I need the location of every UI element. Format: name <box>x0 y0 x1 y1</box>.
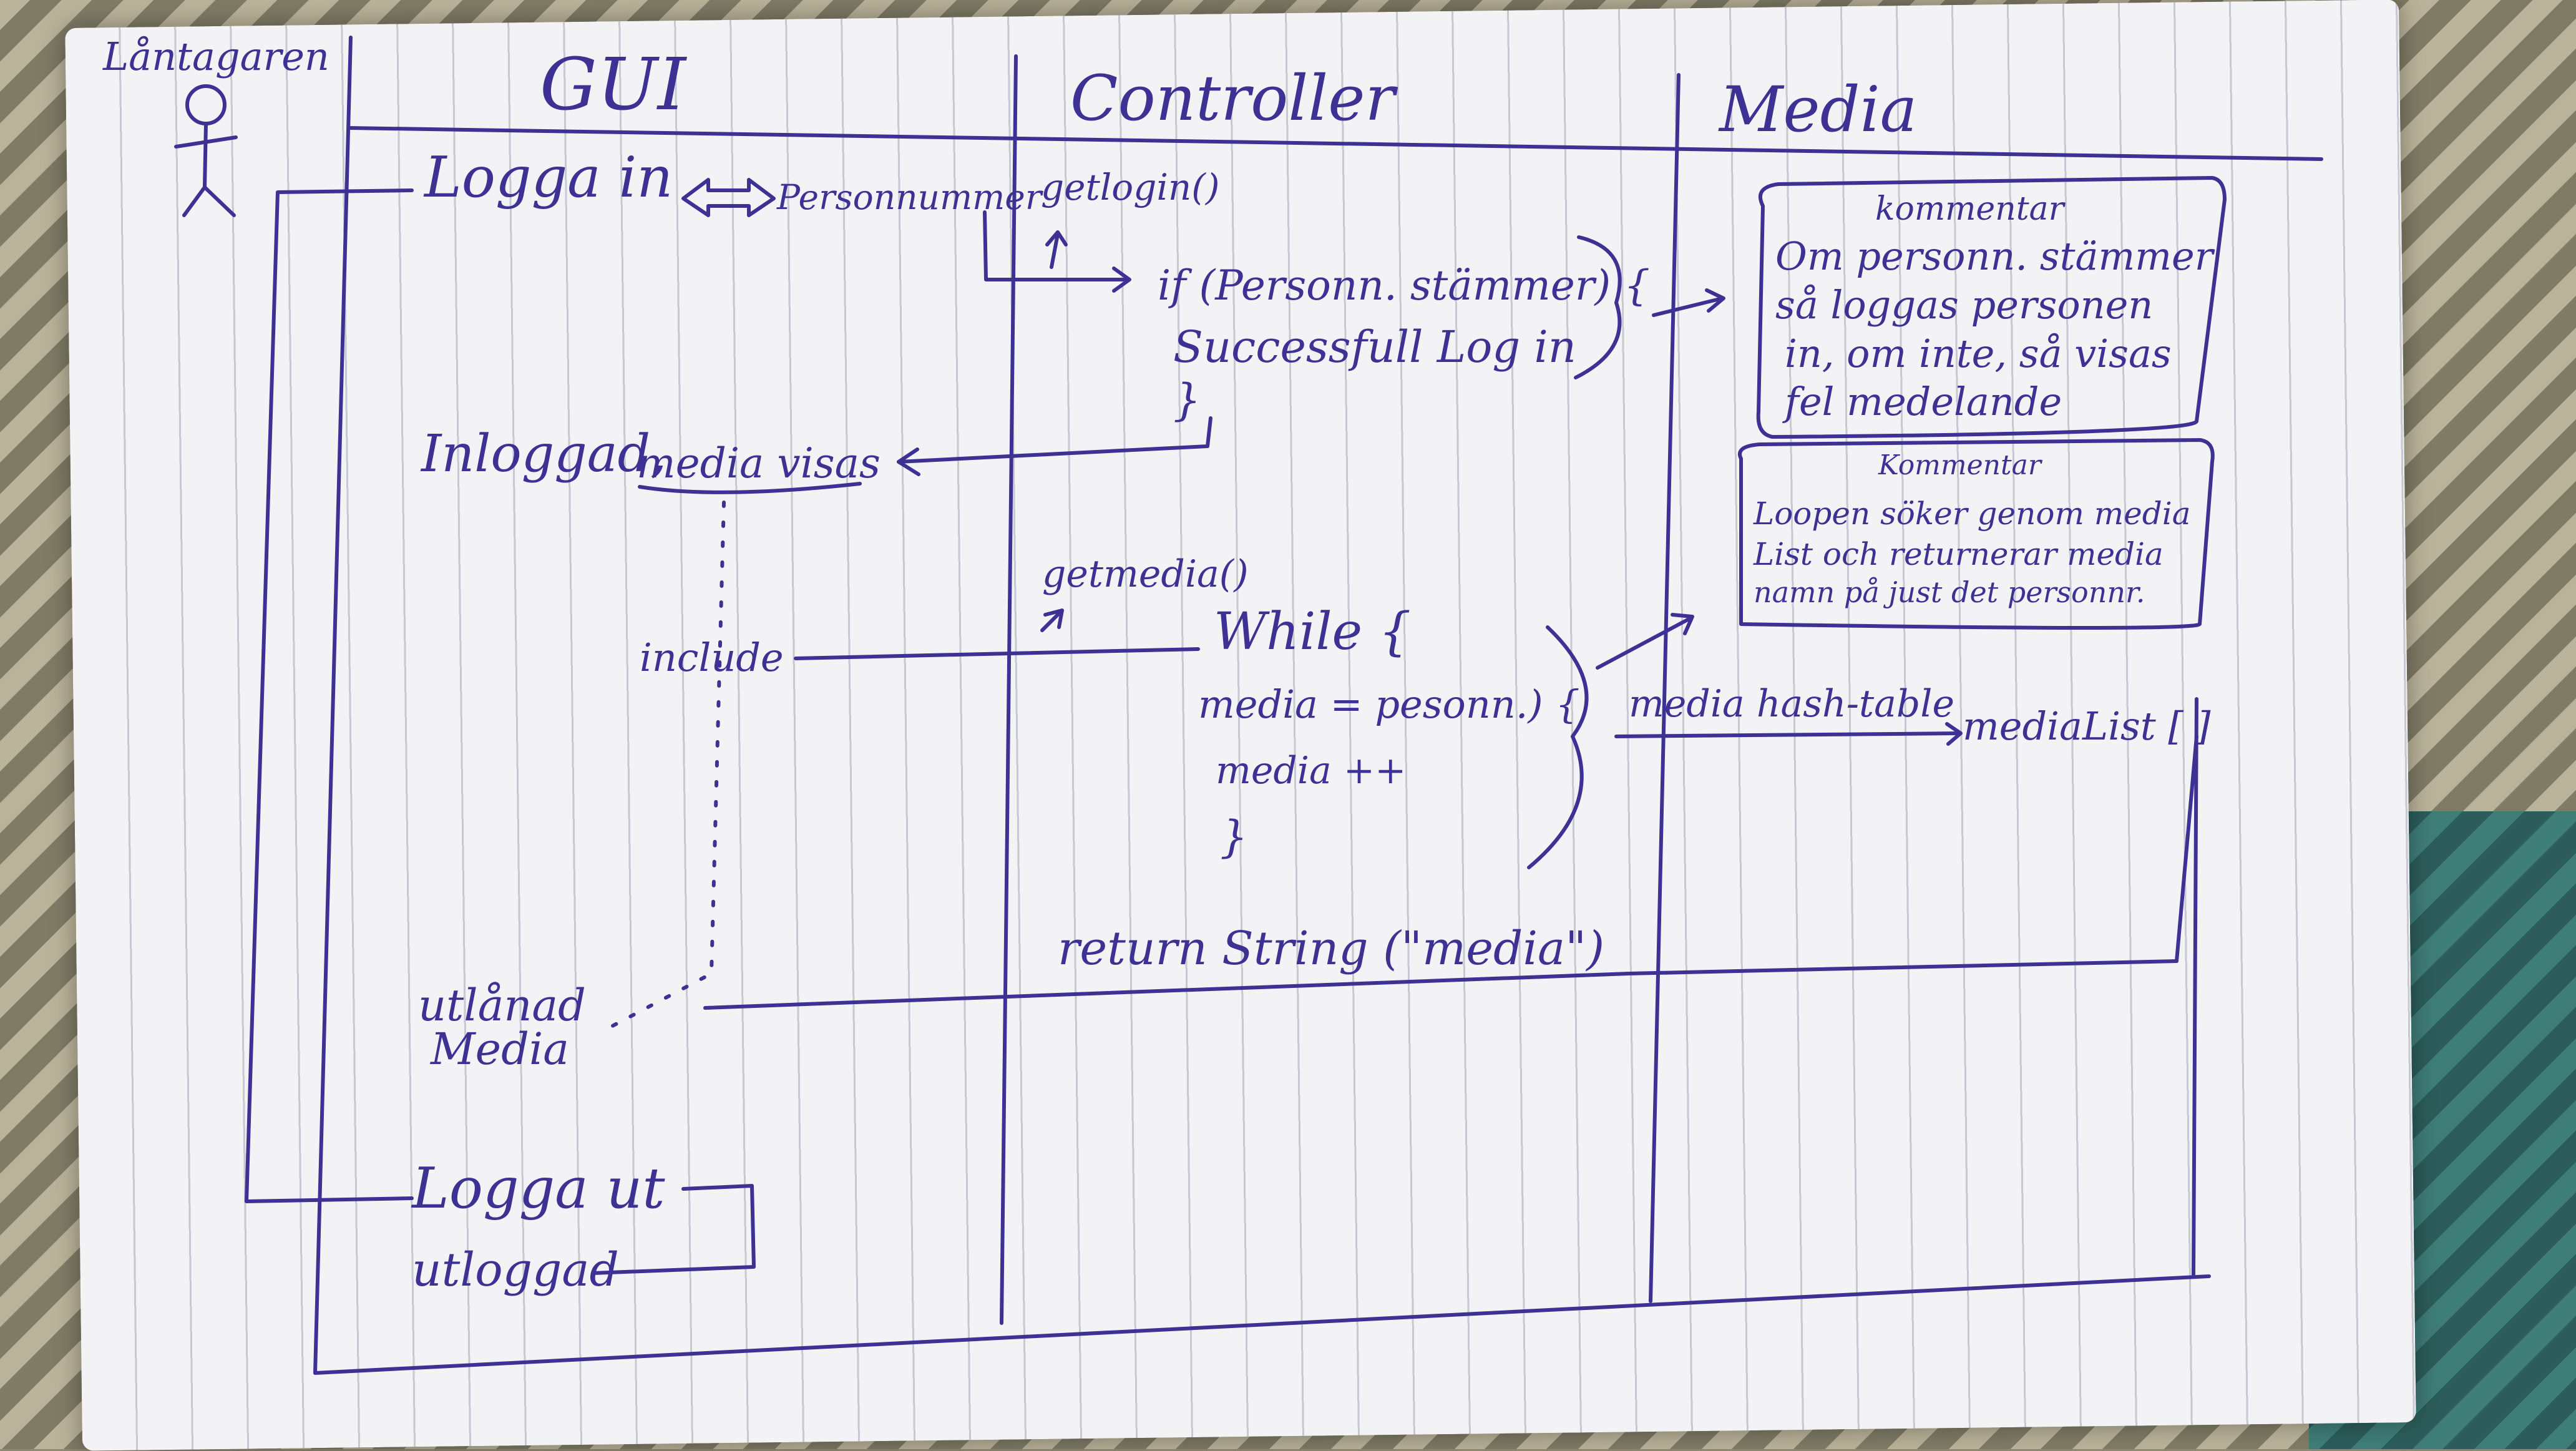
stick-figure-icon <box>174 84 238 217</box>
utloggad-label: utloggad <box>412 1243 619 1297</box>
return-loop-line <box>1627 735 2198 975</box>
inloggad-label: Inloggad, <box>420 424 666 484</box>
comment-2-line-3: namn på just det personnr. <box>1754 575 2145 609</box>
comment-box-2 <box>1738 438 2215 630</box>
comment-2-title: Kommentar <box>1878 449 2043 481</box>
utlanad-label-line2: Media <box>429 1024 569 1075</box>
comment-box-1 <box>1756 176 2227 439</box>
comment-1-line-1: Om personn. stämmer <box>1775 233 2215 279</box>
arrow-to-comment-1 <box>1652 296 1724 317</box>
if-brace <box>1574 235 1622 379</box>
hash-table-label: media hash-table <box>1629 682 1954 726</box>
actor-activation-bracket <box>245 188 414 1203</box>
small-arrow-getmedia <box>1040 610 1063 632</box>
success-login-text: Successfull Log in <box>1173 321 1576 373</box>
media-increment-statement: media ++ <box>1216 749 1406 793</box>
comment-2-line-1: Loopen söker genom media <box>1753 496 2191 532</box>
arrow-personnummer-to-if <box>983 210 1130 281</box>
frame-bottom-line <box>313 1274 2211 1375</box>
while-close-brace: } <box>1220 811 1248 862</box>
media-visas-underline <box>638 482 862 494</box>
logga-ut-label: Logga ut <box>411 1156 665 1221</box>
getlogin-call: getlogin() <box>1041 166 1220 208</box>
frame-top-line <box>348 126 2323 161</box>
return-statement: return String ("media") <box>1058 922 1604 975</box>
lane-title-media: Media <box>1718 73 1917 146</box>
frame-left-line <box>313 36 353 1375</box>
include-dotted-line <box>603 501 726 1032</box>
media-equals-statement: media = pesonn.) { <box>1198 682 1580 727</box>
lane-divider-gui-controller <box>1000 54 1018 1325</box>
utlanad-label-line1: utlånad <box>418 980 586 1031</box>
media-visas-label: media visas <box>637 439 881 487</box>
small-arrow-up <box>1050 232 1060 269</box>
lane-title-controller: Controller <box>1070 62 1398 135</box>
double-arrow-icon <box>681 178 776 217</box>
logout-bracket <box>591 1184 756 1275</box>
lane-title-gui: GUI <box>540 43 688 127</box>
comment-2-line-2: List och returnerar media <box>1753 536 2164 572</box>
getmedia-call: getmedia() <box>1042 552 1249 596</box>
hash-table-line <box>1614 731 1961 738</box>
comment-1-line-2: så loggas personen <box>1775 282 2153 328</box>
comment-1-title: kommentar <box>1875 190 2066 228</box>
if-close-brace: } <box>1173 374 1201 426</box>
while-statement: While { <box>1214 602 1411 662</box>
if-statement: if (Personn. stämmer) { <box>1158 261 1650 310</box>
include-line <box>794 647 1200 660</box>
logga-in-label: Logga in <box>423 145 673 210</box>
comment-1-line-3: in, om inte, så visas <box>1785 331 2172 376</box>
while-brace <box>1527 625 1589 869</box>
arrow-login-to-inloggad <box>897 416 1212 464</box>
include-label: include <box>640 635 784 680</box>
media-lane-right-border <box>2192 697 2198 1278</box>
lane-divider-controller-media <box>1649 73 1681 1303</box>
comment-1-line-4: fel medelande <box>1782 379 2062 424</box>
media-list-label: mediaList [ ] <box>1963 703 2211 749</box>
return-line <box>703 972 1631 1010</box>
actor-label: Låntagaren <box>102 34 329 79</box>
arrow-to-comment-2 <box>1596 616 1693 670</box>
personnummer-label: Personnummer <box>776 177 1043 217</box>
